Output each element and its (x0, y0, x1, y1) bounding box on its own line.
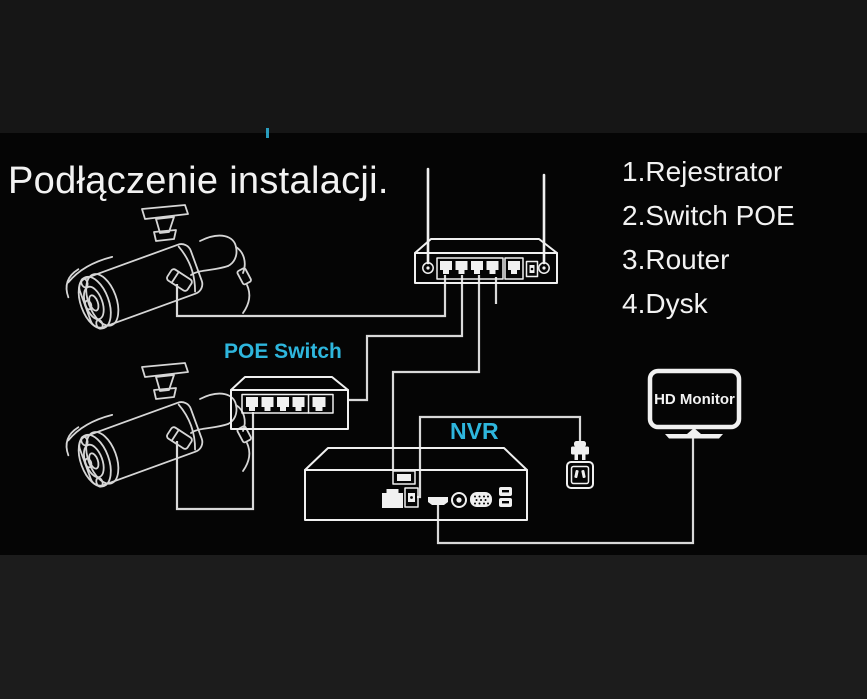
poe-switch-label: POE Switch (224, 340, 342, 363)
cable-nvr-to-monitor (436, 437, 695, 545)
rj45-uplink-port (312, 397, 326, 411)
hd-monitor-icon (647, 368, 742, 439)
nvr-recorder-icon (304, 447, 528, 521)
audio-port (451, 492, 467, 508)
rj45-port (246, 397, 258, 411)
page-title: Podłączenie instalacji. (8, 160, 389, 202)
nvr-lan-slot (392, 470, 416, 485)
nvr-front (304, 469, 528, 521)
cable-switch-to-router (348, 275, 464, 402)
switch-top (230, 376, 349, 391)
cable-camera2-to-switch (175, 412, 255, 511)
router-power-jack (525, 260, 539, 278)
nvr-top (304, 447, 528, 471)
rj45-port (292, 397, 305, 411)
rj45-port (277, 397, 289, 411)
hdmi-port (428, 497, 448, 505)
rj45-port (455, 261, 468, 274)
rj45-port (508, 261, 520, 274)
router-front (414, 252, 558, 284)
router-top (414, 238, 558, 254)
poe-switch-icon (230, 376, 349, 430)
legend-item-router: 3.Router (622, 244, 730, 275)
wifi-router-icon (414, 167, 558, 284)
legend-list: 1.Rejestrator 2.Switch POE 3.Router 4.Dy… (622, 150, 795, 326)
legend-item-dysk: 4.Dysk (622, 288, 708, 319)
rj45-port (440, 261, 452, 274)
rj45-port (471, 261, 483, 274)
monitor-frame (647, 368, 742, 430)
nvr-label: NVR (450, 418, 499, 444)
nvr-ethernet-port (382, 489, 403, 508)
legend-item-rejestrator: 1.Rejestrator (622, 156, 783, 187)
rj45-port (486, 261, 499, 274)
top-letterbox-band (0, 0, 867, 133)
monitor-neck (687, 428, 701, 434)
router-wan-port-box (504, 257, 524, 280)
power-plug-icon (571, 441, 589, 460)
switch-port-group (241, 393, 334, 414)
power-outlet-icon (566, 461, 594, 489)
outlet-frame (566, 461, 594, 489)
switch-front (230, 389, 349, 430)
router-port-group (436, 257, 504, 280)
nvr-power-jack (404, 487, 419, 508)
monitor-base (665, 434, 723, 439)
bottom-letterbox-band (0, 555, 867, 699)
cyan-tick (266, 128, 269, 138)
cable-router-to-nvr (391, 275, 481, 471)
cable-camera1-to-router (175, 275, 447, 318)
hd-monitor-label: HD Monitor (654, 390, 735, 408)
legend-item-switch-poe: 2.Switch POE (622, 200, 795, 231)
cable-nvr-power (417, 415, 582, 499)
rj45-port (261, 397, 274, 411)
bullet-camera-icon (59, 362, 253, 495)
